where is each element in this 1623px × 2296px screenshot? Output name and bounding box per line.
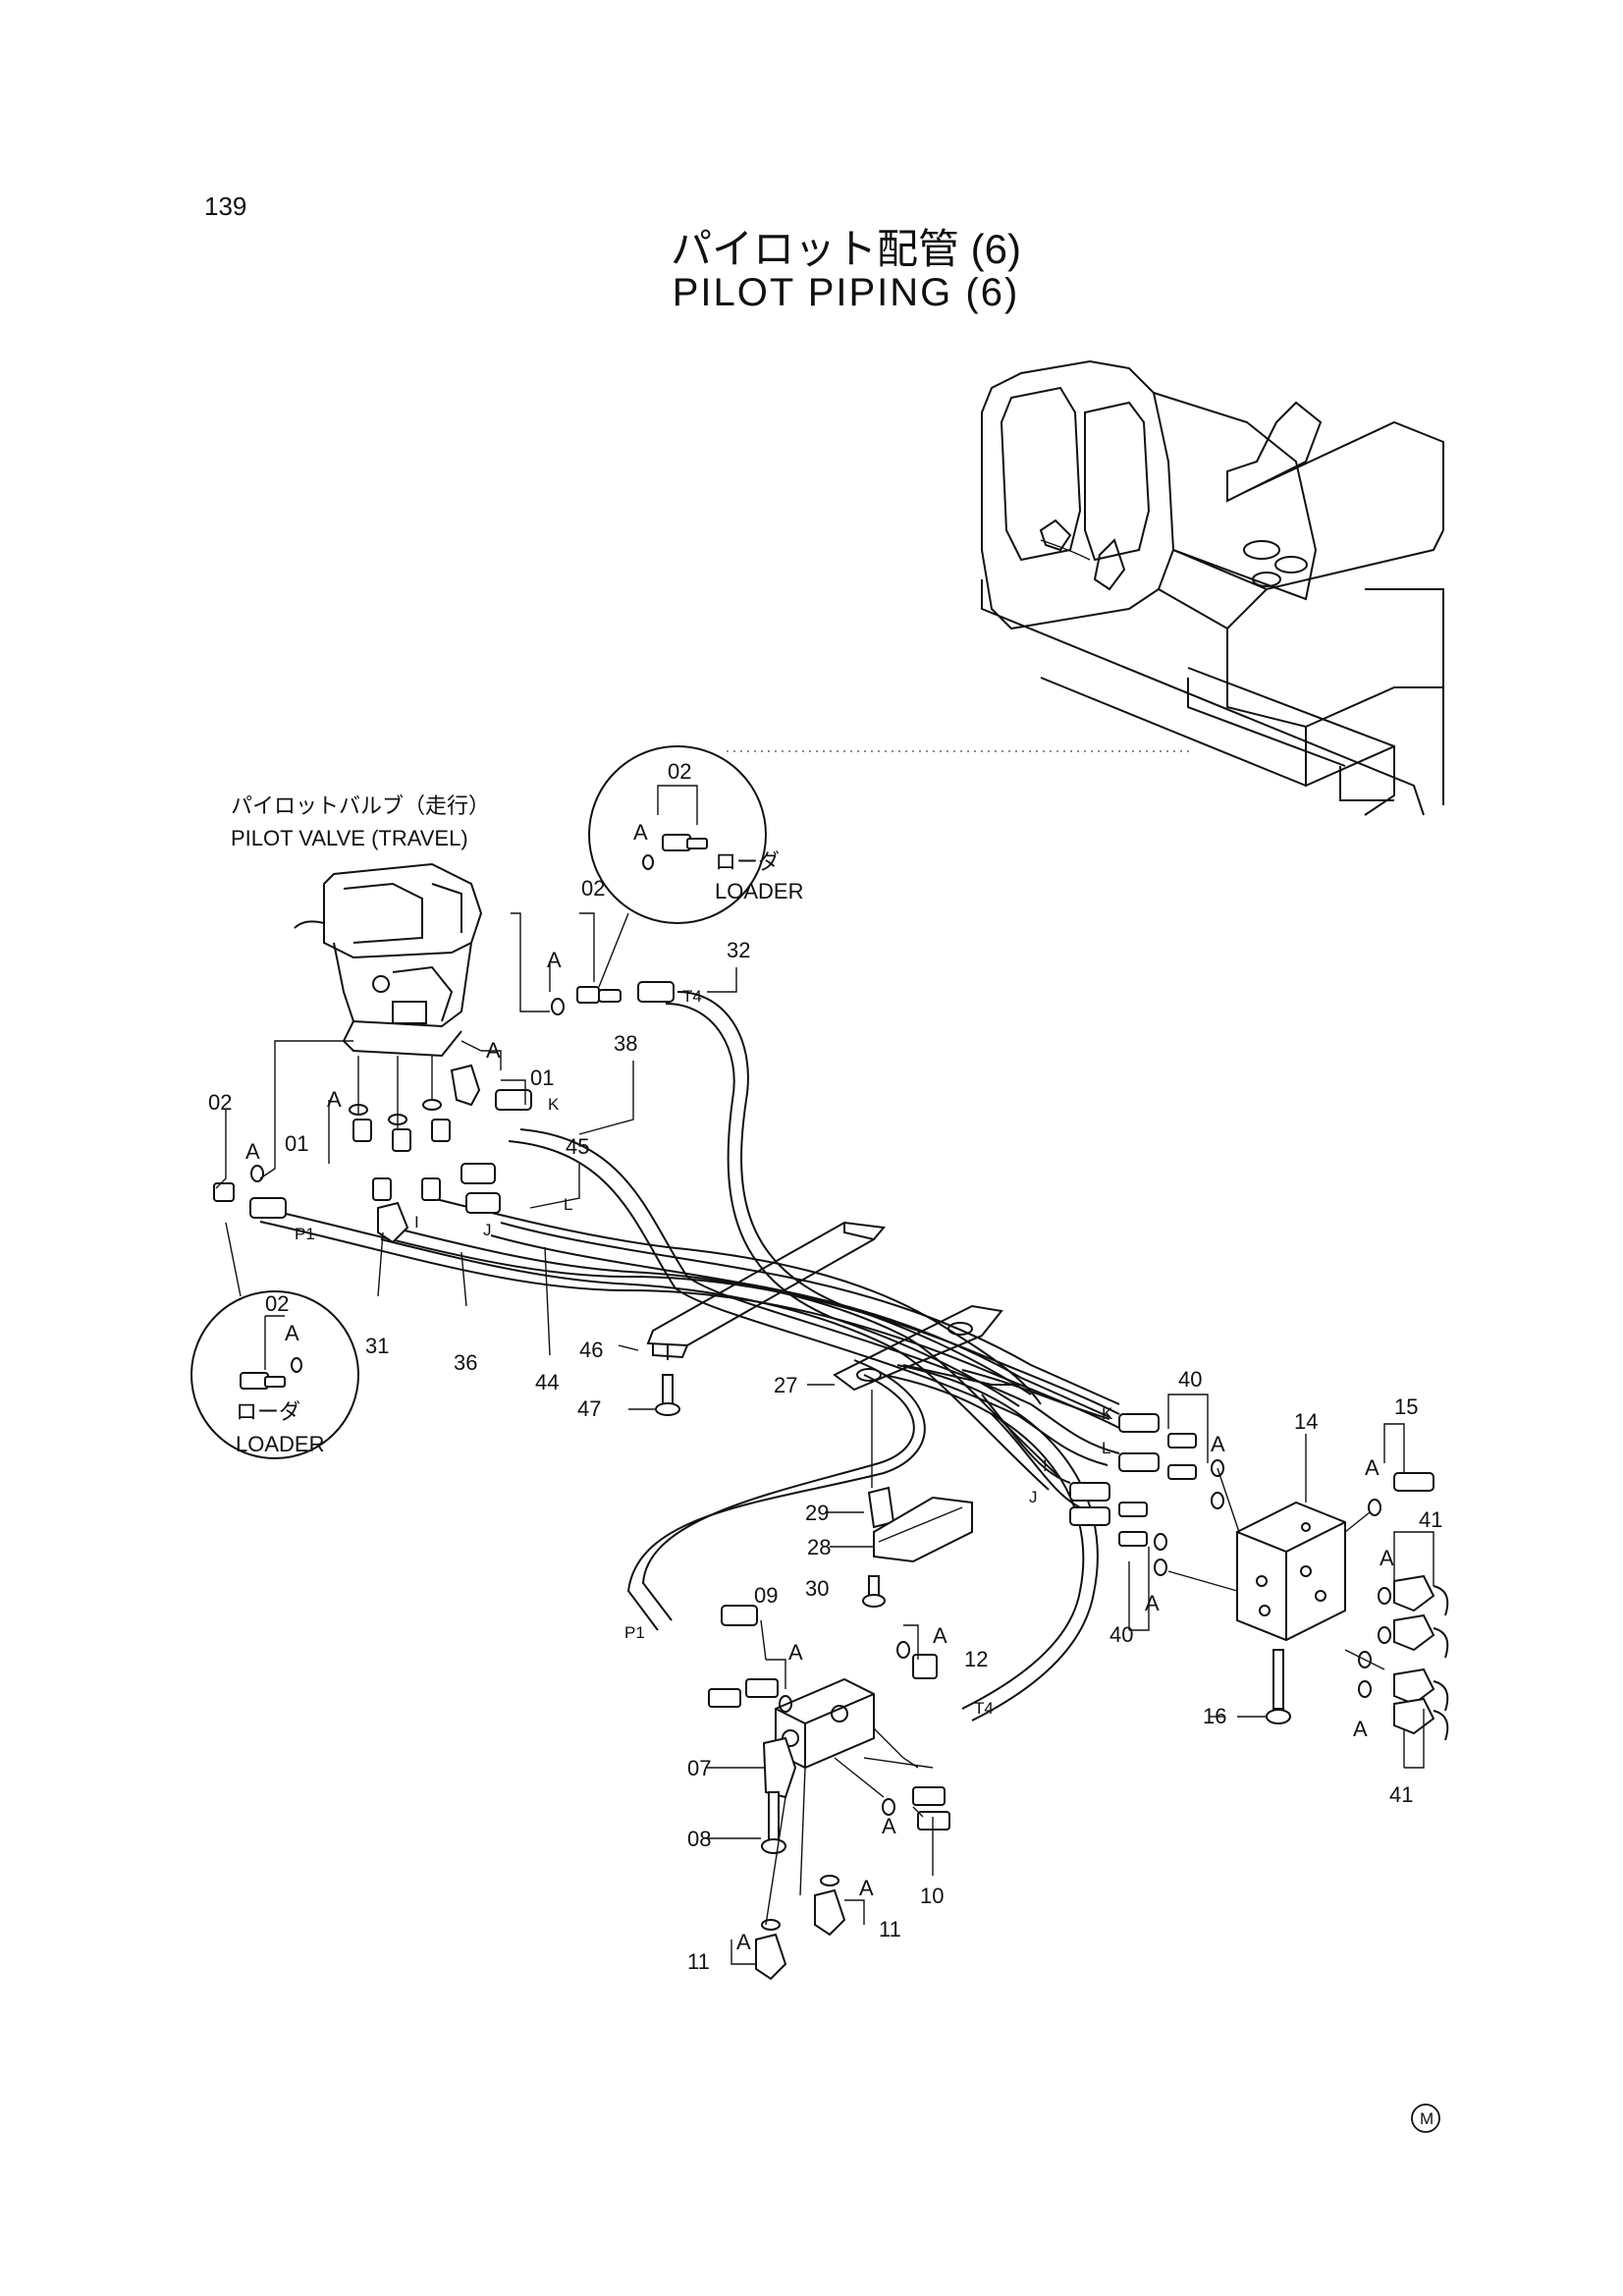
part-number-31: 31 (365, 1334, 389, 1358)
part-number-12: 12 (964, 1647, 988, 1671)
port-label-j-upper: J (483, 1221, 492, 1239)
part-number-27: 27 (774, 1373, 797, 1397)
part-number-38: 38 (614, 1031, 637, 1056)
part-number-11-left: 11 (687, 1949, 710, 1974)
loader-label-jp-lower: ローダ (236, 1399, 300, 1424)
lower-valve-group (708, 1605, 950, 1981)
bracket-assembly (628, 1221, 1021, 1416)
maker-mark-letter: M (1420, 2109, 1434, 2128)
part-number-40-lower: 40 (1109, 1622, 1133, 1647)
oring-ref-a: A (285, 1321, 299, 1345)
part-number-30: 30 (805, 1576, 829, 1601)
part-number-41-lower: 41 (1389, 1782, 1413, 1807)
part-number-01-left: 01 (285, 1131, 308, 1156)
port-label-i-lower: I (1043, 1456, 1048, 1475)
port-label-j-lower: J (1029, 1488, 1038, 1506)
oring-ref-a: A (788, 1640, 803, 1665)
loader-label-jp-upper: ローダ (715, 849, 780, 874)
oring-ref-a: A (859, 1876, 874, 1900)
oring-ref-a: A (1211, 1432, 1225, 1456)
title-english: PILOT PIPING (6) (672, 271, 1020, 314)
part-number-01-right: 01 (530, 1066, 554, 1090)
port-label-t4-lower: T4 (974, 1699, 994, 1718)
part-number-45: 45 (566, 1134, 589, 1159)
oring-ref-a: A (547, 948, 562, 972)
machine-overview-illustration (727, 359, 1444, 816)
port-label-l-upper: L (564, 1195, 572, 1214)
oring-ref-a: A (486, 1038, 501, 1063)
part-number-10: 10 (920, 1884, 944, 1908)
part-number-02: 02 (581, 876, 605, 901)
part-number-07: 07 (687, 1756, 711, 1780)
part-number-16: 16 (1203, 1704, 1226, 1728)
loader-detail-lower (190, 1222, 359, 1459)
oring-ref-a: A (1353, 1717, 1368, 1741)
oring-ref-a: A (245, 1139, 260, 1164)
oring-ref-a: A (933, 1623, 947, 1648)
loader-label-en-upper: LOADER (715, 879, 803, 903)
part-number-40-upper: 40 (1178, 1367, 1202, 1392)
part-number-28: 28 (807, 1535, 831, 1559)
pilot-valve-label-en: PILOT VALVE (TRAVEL) (231, 826, 468, 850)
fittings-right (1069, 1413, 1449, 1741)
oring-ref-a: A (882, 1814, 896, 1838)
part-number-02-detail-lower: 02 (265, 1291, 289, 1316)
part-number-32: 32 (727, 938, 750, 962)
port-label-t4-upper: T4 (682, 987, 702, 1006)
port-label-l-lower: L (1102, 1439, 1110, 1457)
part-number-08: 08 (687, 1827, 711, 1851)
part-number-36: 36 (454, 1350, 477, 1375)
oring-ref-a: A (633, 820, 648, 845)
part-number-11-right: 11 (879, 1917, 901, 1941)
port-label-k-upper: K (548, 1095, 560, 1114)
port-label-p1-upper: P1 (295, 1225, 315, 1243)
part-number-46: 46 (579, 1338, 603, 1362)
oring-ref-a: A (736, 1930, 751, 1954)
fittings-upper (213, 981, 675, 1244)
port-label-p1-lower: P1 (624, 1623, 645, 1642)
loader-label-en-lower: LOADER (236, 1432, 324, 1456)
part-number-29: 29 (805, 1501, 829, 1525)
oring-ref-a: A (327, 1087, 342, 1112)
oring-ref-a: A (1145, 1591, 1160, 1615)
maker-mark-icon: M (1411, 2104, 1440, 2133)
callout-leaders (215, 912, 1434, 1965)
pilot-valve-travel (294, 862, 483, 1058)
port-label-i-upper: I (414, 1213, 419, 1231)
part-number-47: 47 (577, 1396, 601, 1421)
title-japanese: パイロット配管 (6) (670, 226, 1021, 272)
part-number-14: 14 (1294, 1409, 1318, 1434)
page-number: 139 (204, 191, 247, 221)
part-number-44: 44 (535, 1370, 559, 1394)
junction-block (1236, 1501, 1346, 1724)
part-number-02-detail-upper: 02 (668, 759, 691, 784)
cushion-parts (862, 1390, 973, 1608)
pilot-valve-label-jp: パイロットバルブ（走行） (231, 793, 490, 818)
part-number-02-left: 02 (208, 1090, 232, 1115)
part-number-15: 15 (1394, 1394, 1418, 1419)
part-number-09: 09 (754, 1583, 778, 1608)
part-number-41-upper: 41 (1419, 1507, 1442, 1532)
loader-detail-upper (588, 745, 767, 988)
hose-bundle (259, 991, 1120, 1722)
port-label-k-lower: K (1102, 1404, 1113, 1423)
oring-ref-a: A (1365, 1455, 1380, 1480)
oring-ref-a: A (1380, 1546, 1394, 1570)
